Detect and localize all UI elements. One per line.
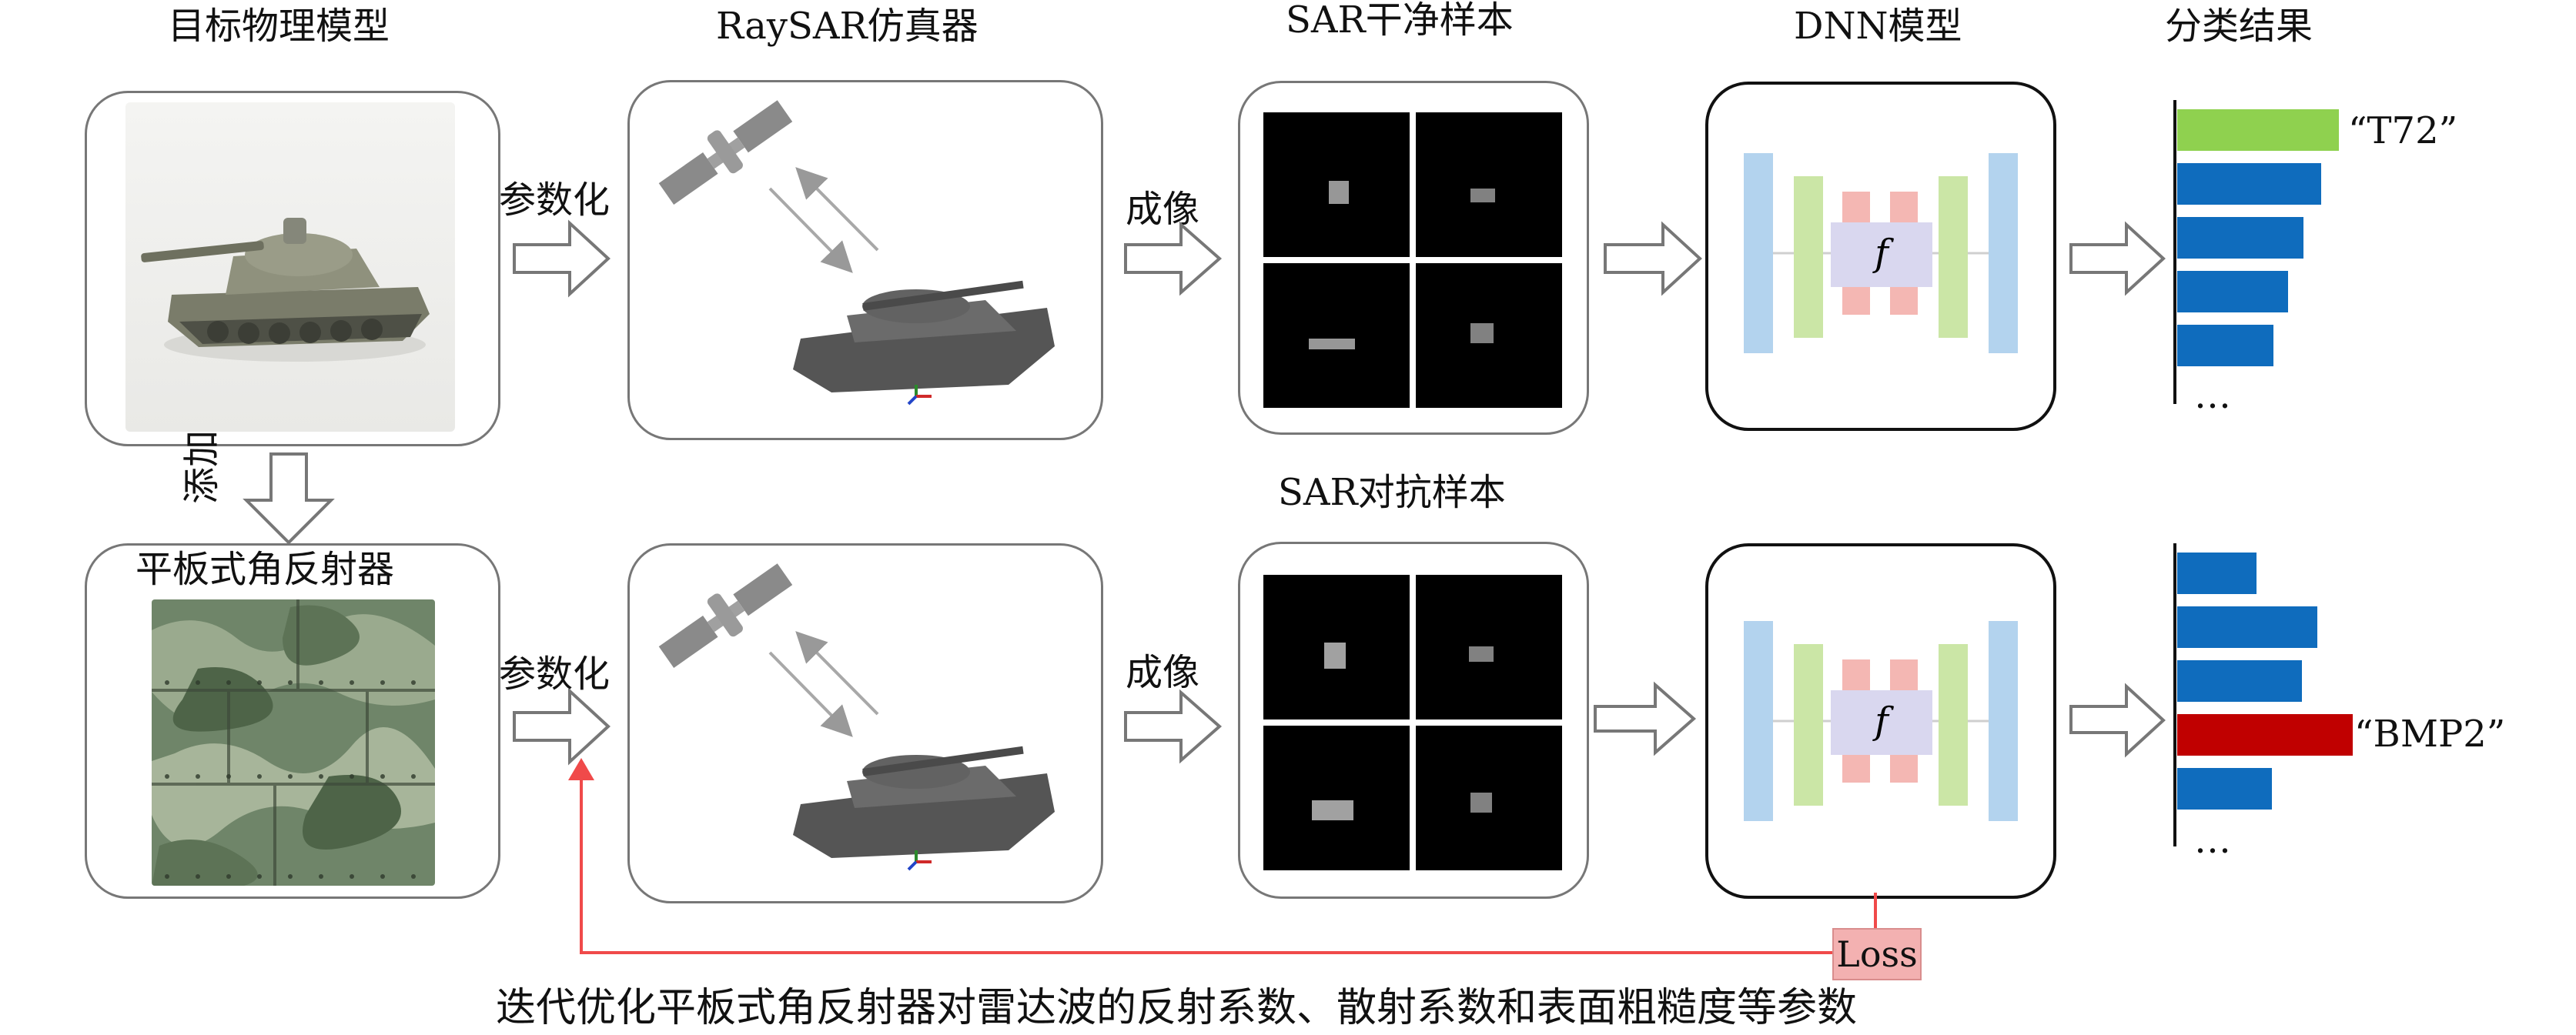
satellite-bottom [658, 563, 793, 668]
arrow-to-dnn-top [1604, 221, 1702, 296]
dnn-top-mid-left [1794, 176, 1823, 338]
result-bottom-bar-3 [2177, 660, 2302, 702]
loss-box: Loss [1832, 928, 1922, 980]
dnn-top-mid-right [1939, 176, 1968, 338]
result-bottom-bar-4 [2177, 714, 2353, 756]
imaging-label-bottom: 成像 [1126, 651, 1200, 694]
camo-pattern [152, 599, 435, 886]
arrow-add-down [243, 452, 335, 545]
tank-render-bottom [793, 746, 1055, 871]
feedback-arrowhead [568, 758, 594, 780]
result-bottom-ellipsis: … [2194, 819, 2231, 862]
clean-samples-box [1238, 81, 1589, 435]
arrow-imaging-bottom [1124, 689, 1223, 764]
reflector-label: 平板式角反射器 [135, 548, 395, 591]
feedback-line [580, 777, 1877, 954]
dnn-top-outer-right [1989, 153, 2018, 353]
header-dnn-model: DNN模型 [1794, 5, 1962, 48]
tank-illustration [141, 218, 430, 362]
arrow-to-result-top [2069, 221, 2166, 296]
sar-adv-targets [1312, 643, 1494, 820]
sar-clean-3 [1263, 263, 1410, 408]
dnn-bottom-inner-left-b [1842, 752, 1870, 783]
arrow-to-dnn-bottom [1594, 681, 1697, 756]
header-target-model: 目标物理模型 [168, 5, 390, 48]
arrow-param-top [513, 219, 611, 298]
sar-clean-targets [1309, 181, 1495, 349]
dnn-bottom-outer-right [1989, 621, 2018, 821]
dnn-bottom-inner-right-b [1890, 752, 1918, 783]
dnn-top-inner-right-a [1890, 192, 1918, 222]
parameterize-label-top: 参数化 [499, 179, 611, 222]
result-top-bar-3 [2177, 217, 2303, 259]
target-model-box [85, 91, 500, 446]
sar-clean-2 [1416, 112, 1562, 257]
result-top-bar-5 [2177, 325, 2273, 366]
dnn-bottom-mid-right [1939, 644, 1968, 806]
result-top-bar-2 [2177, 163, 2321, 205]
arrow-param-bottom [513, 687, 611, 766]
satellite-top [658, 100, 793, 205]
header-simulator: RaySAR仿真器 [716, 5, 979, 48]
header-clean-samples: SAR干净样本 [1286, 0, 1514, 42]
parameterize-label-bottom: 参数化 [499, 653, 611, 696]
dnn-bottom-inner-right-a [1890, 659, 1918, 690]
camo-texture [152, 599, 435, 886]
arrow-imaging-top [1124, 221, 1223, 296]
arrow-to-result-bottom [2069, 683, 2166, 758]
dnn-bottom-inner-left-a [1842, 659, 1870, 690]
dnn-top-inner-right-b [1890, 284, 1918, 315]
result-bottom-bar-1 [2177, 553, 2257, 594]
result-top-bar-1 [2177, 109, 2339, 151]
result-top-label: “T72” [2348, 109, 2458, 152]
adversarial-samples-label: SAR对抗样本 [1278, 471, 1506, 514]
sar-adv-3 [1263, 726, 1410, 870]
dnn-architecture-bottom [1744, 621, 2018, 821]
result-bottom-label: “BMP2” [2354, 713, 2506, 756]
dnn-bottom-core [1831, 690, 1932, 755]
result-bottom-bar-5 [2177, 768, 2272, 810]
dnn-bottom-outer-left [1744, 621, 1773, 821]
result-top-bar-4 [2177, 271, 2288, 312]
tank-render-top [793, 280, 1055, 406]
dnn-top-inner-left-b [1842, 284, 1870, 315]
result-bottom-bars [2177, 553, 2353, 810]
dnn-architecture-top [1744, 153, 2018, 353]
dnn-top-outer-left [1744, 153, 1773, 353]
dnn-top-inner-left-a [1842, 192, 1870, 222]
caption: 迭代优化平板式角反射器对雷达波的反射系数、散射系数和表面粗糙度等参数 [496, 985, 1858, 1031]
tank-photo [125, 102, 455, 432]
imaging-label-top: 成像 [1126, 188, 1200, 231]
header-classification: 分类结果 [2165, 5, 2313, 48]
dnn-top-core [1831, 222, 1932, 287]
result-bottom-bar-2 [2177, 606, 2317, 648]
adversarial-samples-box [1238, 542, 1589, 899]
reflector-box [85, 543, 500, 899]
result-top-ellipsis: … [2194, 374, 2231, 417]
dnn-bottom-mid-left [1794, 644, 1823, 806]
result-top-bars [2177, 109, 2339, 366]
